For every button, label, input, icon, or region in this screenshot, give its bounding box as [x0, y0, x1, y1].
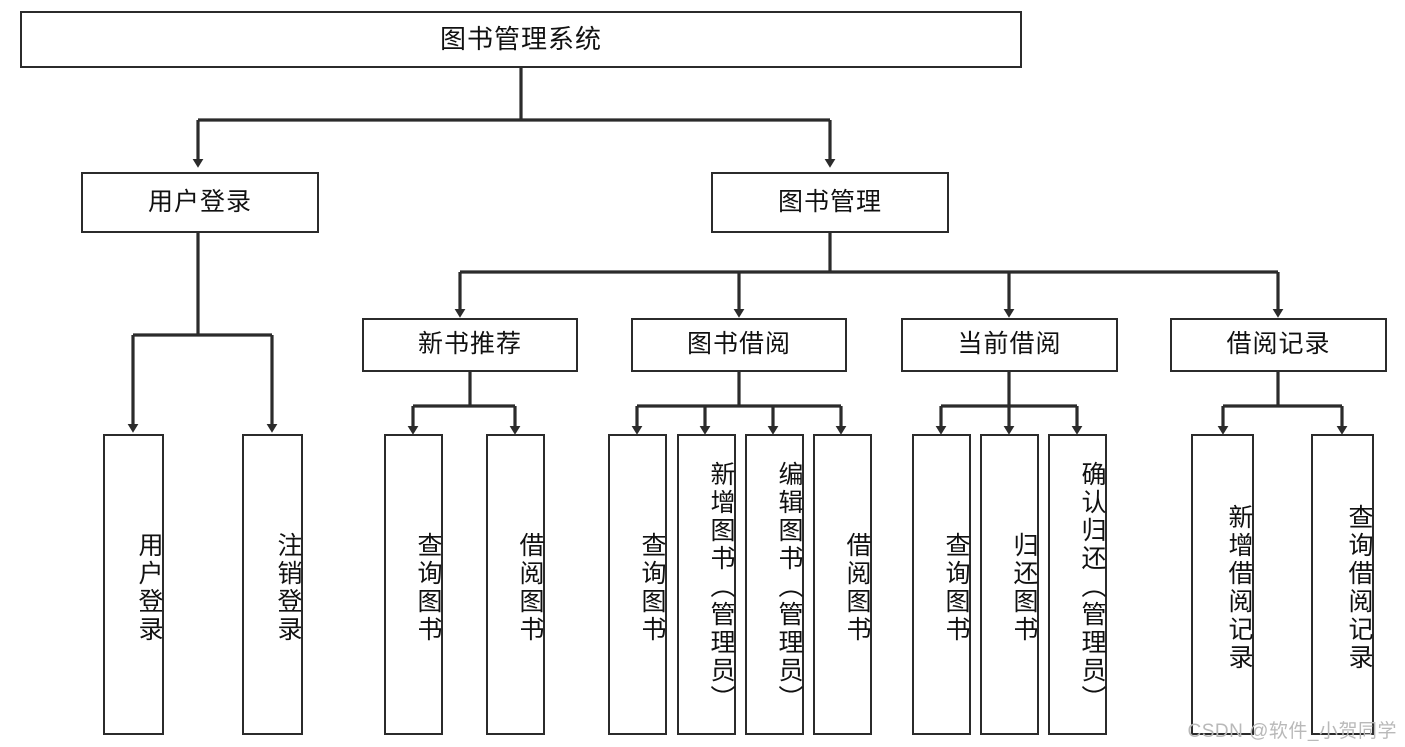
leaf-query-book-b[interactable]: 查询图书 [608, 434, 667, 735]
leaf-query-book-a[interactable]: 查询图书 [384, 434, 443, 735]
node-book-management-label: 图书管理 [777, 187, 882, 216]
leaf-add-record-label: 新增借阅记录 [1225, 503, 1253, 672]
node-user-login-label: 用户登录 [147, 187, 252, 216]
node-current-borrow-label: 当前借阅 [957, 330, 1062, 359]
leaf-edit-book-label: 编辑图书（管理员） [775, 460, 803, 713]
leaf-logout[interactable]: 注销登录 [242, 434, 303, 735]
node-new-book-recommend[interactable]: 新书推荐 [362, 318, 578, 372]
leaf-add-book-label: 新增图书（管理员） [707, 460, 735, 713]
node-user-login[interactable]: 用户登录 [81, 172, 319, 233]
node-book-borrow[interactable]: 图书借阅 [631, 318, 847, 372]
leaf-edit-book[interactable]: 编辑图书（管理员） [745, 434, 804, 735]
leaf-user-login[interactable]: 用户登录 [103, 434, 164, 735]
leaf-confirm-return[interactable]: 确认归还（管理员） [1048, 434, 1107, 735]
leaf-add-record[interactable]: 新增借阅记录 [1191, 434, 1254, 735]
leaf-query-book-c-label: 查询图书 [942, 531, 970, 644]
leaf-logout-label: 注销登录 [274, 531, 302, 644]
leaf-query-book-b-label: 查询图书 [638, 531, 666, 644]
leaf-borrow-book-a[interactable]: 借阅图书 [486, 434, 545, 735]
leaf-borrow-book-a-label: 借阅图书 [516, 531, 544, 644]
node-current-borrow[interactable]: 当前借阅 [901, 318, 1118, 372]
node-borrow-record-label: 借阅记录 [1226, 330, 1331, 359]
watermark: CSDN @软件_小贺同学 [1187, 721, 1397, 742]
leaf-query-book-a-label: 查询图书 [414, 531, 442, 644]
leaf-add-book[interactable]: 新增图书（管理员） [677, 434, 736, 735]
node-new-book-recommend-label: 新书推荐 [417, 330, 522, 359]
node-book-borrow-label: 图书借阅 [686, 330, 791, 359]
leaf-return-book-label: 归还图书 [1010, 531, 1038, 644]
node-root-label: 图书管理系统 [439, 24, 602, 55]
node-book-management[interactable]: 图书管理 [711, 172, 949, 233]
leaf-user-login-label: 用户登录 [135, 531, 163, 644]
leaf-confirm-return-label: 确认归还（管理员） [1078, 460, 1106, 713]
leaf-borrow-book-b[interactable]: 借阅图书 [813, 434, 872, 735]
leaf-query-record[interactable]: 查询借阅记录 [1311, 434, 1374, 735]
leaf-query-book-c[interactable]: 查询图书 [912, 434, 971, 735]
node-borrow-record[interactable]: 借阅记录 [1170, 318, 1387, 372]
leaf-query-record-label: 查询借阅记录 [1345, 503, 1373, 672]
leaf-borrow-book-b-label: 借阅图书 [843, 531, 871, 644]
node-root[interactable]: 图书管理系统 [20, 11, 1022, 68]
leaf-return-book[interactable]: 归还图书 [980, 434, 1039, 735]
